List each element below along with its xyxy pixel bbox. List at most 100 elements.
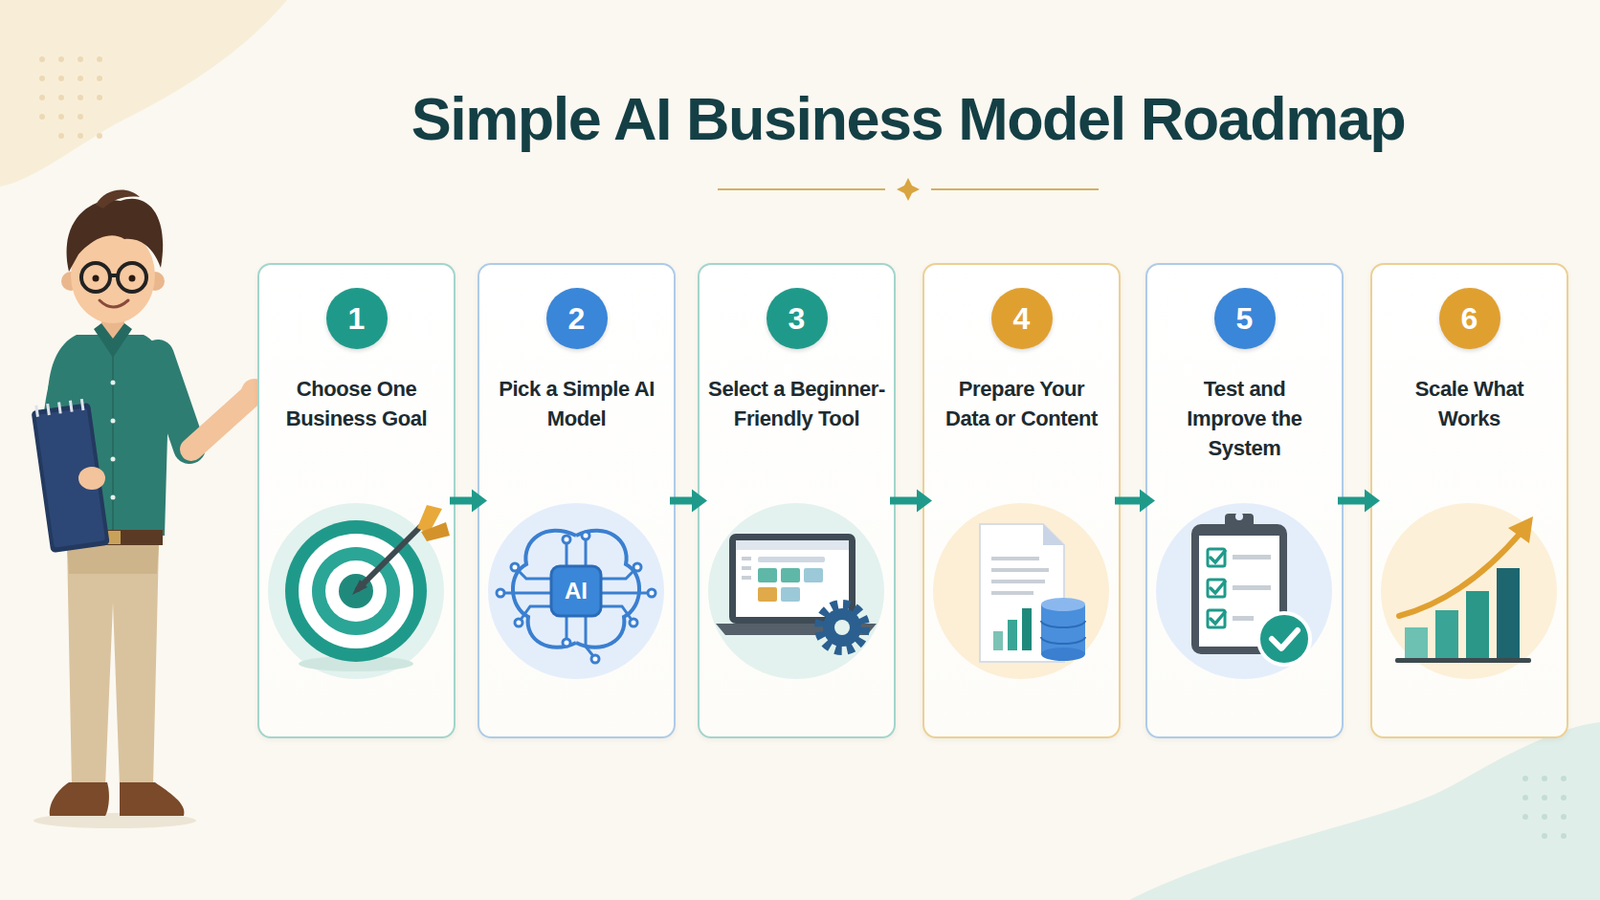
target-icon-part xyxy=(311,547,400,636)
presenter-figure-part xyxy=(119,782,185,817)
step-number: 4 xyxy=(991,288,1053,350)
step-card: Choose One Business Goal1 xyxy=(257,263,456,739)
target-icon-part xyxy=(338,574,374,609)
growth-chart-icon-part xyxy=(1404,627,1428,659)
data-document-icon xyxy=(933,503,1110,680)
presenter-figure-part xyxy=(81,399,84,411)
step-number: 3 xyxy=(766,288,828,350)
checklist-icon-part xyxy=(1210,612,1225,624)
target-icon xyxy=(267,503,450,680)
dot-pattern-part xyxy=(1541,833,1548,840)
number-text: 6 xyxy=(1439,288,1501,350)
step-number: 5 xyxy=(1214,288,1276,350)
laptop-tool-icon-part xyxy=(819,604,866,651)
dot-pattern-part xyxy=(96,56,103,63)
step-card: Prepare Your Data or Content4 xyxy=(922,263,1121,739)
flow-arrow xyxy=(1337,489,1380,513)
presenter-figure-part xyxy=(117,263,147,292)
corner-blob-part xyxy=(0,0,288,187)
presenter-figure-part xyxy=(92,275,100,283)
laptop-tool-icon-part xyxy=(803,568,823,583)
checklist-icon xyxy=(1155,503,1333,680)
arrow-head xyxy=(1139,489,1156,513)
dot-pattern-part xyxy=(58,113,65,120)
growth-chart-icon-part xyxy=(1435,610,1459,659)
data-document-icon-part xyxy=(933,503,1110,680)
presenter-figure-part xyxy=(35,407,106,548)
ai-brain-icon-part xyxy=(647,589,656,598)
ai-brain-icon-part xyxy=(599,606,632,621)
laptop-tool-icon-part xyxy=(708,503,885,680)
checklist-icon-part xyxy=(1210,551,1225,563)
corner-blob-part xyxy=(1129,722,1600,900)
ai-brain-icon-part xyxy=(520,606,554,621)
target-icon-part xyxy=(421,522,450,542)
growth-chart-icon-part xyxy=(1380,503,1557,680)
ai-brain-icon-part xyxy=(565,614,569,640)
checklist-icon-part xyxy=(1235,512,1244,521)
laptop-tool-icon-part xyxy=(735,540,849,618)
presenter-figure-part xyxy=(59,401,62,414)
ai-brain-icon-part xyxy=(551,566,601,617)
dot-pattern xyxy=(1522,776,1567,840)
data-document-icon-part xyxy=(1022,608,1032,651)
checklist-icon-part xyxy=(1207,549,1225,628)
ai-brain-icon-part xyxy=(562,639,571,647)
step-number: 2 xyxy=(546,288,608,350)
data-document-icon-part xyxy=(1041,637,1086,645)
step-heading: Scale What Works xyxy=(1388,374,1552,434)
data-document-icon-part xyxy=(1043,524,1065,546)
dot-pattern-part xyxy=(58,94,65,101)
checklist-icon-part xyxy=(1232,585,1271,591)
laptop-tool-icon-part xyxy=(729,533,856,624)
target-icon-part xyxy=(325,560,387,623)
title-divider-part xyxy=(717,188,886,191)
presenter-figure-part xyxy=(111,419,116,424)
dot-pattern-part xyxy=(1560,776,1567,782)
arrow-head xyxy=(691,489,708,513)
step-heading: Pick a Simple AI Model xyxy=(495,374,659,434)
dot-pattern-part xyxy=(58,133,65,139)
data-document-icon-part xyxy=(991,556,1040,561)
target-icon-part xyxy=(267,503,445,680)
growth-chart-icon-part xyxy=(1399,532,1522,617)
ai-brain-icon-part xyxy=(503,592,554,596)
checklist-icon-part xyxy=(1191,524,1288,655)
dot-pattern-part xyxy=(96,133,103,139)
laptop-tool-icon-part xyxy=(780,587,800,602)
flow-arrow xyxy=(889,489,933,513)
number-text: 4 xyxy=(991,288,1053,350)
data-document-icon-part xyxy=(1007,620,1018,651)
growth-chart-icon-part xyxy=(1466,591,1489,659)
target-icon-part xyxy=(298,533,414,649)
checklist-icon-part xyxy=(1207,579,1225,598)
arrow-shaft xyxy=(1114,497,1142,506)
ai-brain-icon-part xyxy=(503,539,649,657)
ai-brain-icon-part xyxy=(488,503,665,680)
presenter-figure-part xyxy=(36,405,39,418)
arrow-head xyxy=(1364,489,1380,513)
ai-brain-icon-part xyxy=(512,531,577,648)
data-document-icon-part xyxy=(993,631,1003,651)
checklist-icon-part xyxy=(1207,610,1225,628)
ai-brain-icon-part xyxy=(629,619,638,627)
flow-arrow xyxy=(669,489,708,513)
checklist-icon-part xyxy=(1155,503,1333,680)
number-text: 1 xyxy=(326,288,388,350)
dot-pattern-part xyxy=(58,75,65,82)
laptop-tool-icon-part xyxy=(741,576,752,580)
data-document-icon-part xyxy=(991,568,1049,573)
ai-brain-icon-part xyxy=(562,535,571,544)
arrow-shaft xyxy=(1337,497,1367,506)
dot-pattern-part xyxy=(1560,833,1567,840)
dot-pattern-part xyxy=(96,75,103,82)
number-text: 2 xyxy=(546,288,608,350)
title-divider xyxy=(717,177,1099,201)
dot-pattern-part xyxy=(39,94,45,101)
dot-pattern-part xyxy=(1541,795,1548,801)
